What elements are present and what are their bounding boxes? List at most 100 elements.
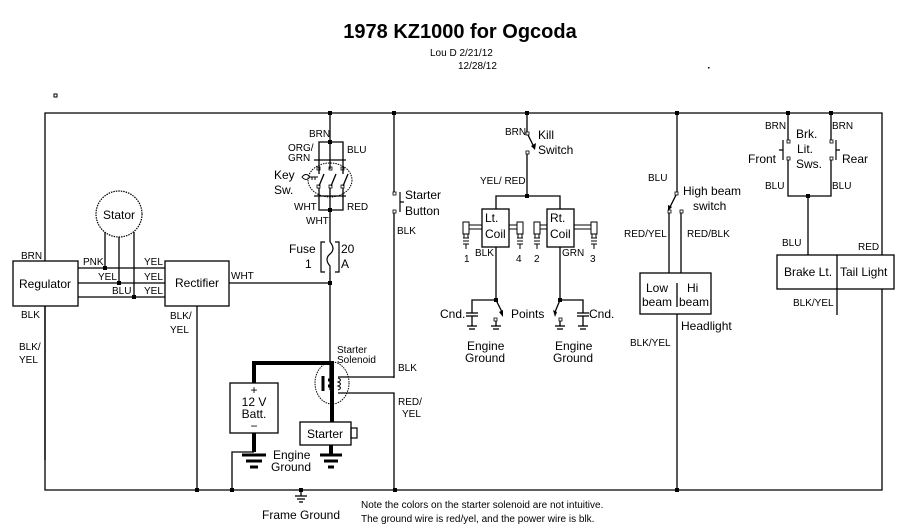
wire-label-red-blk-hb: RED/BLK [687,229,730,240]
svg-text:Lt.: Lt. [485,211,498,225]
left-points: Cnd. [440,299,503,330]
wire-label-blk-solenoid: BLK [398,363,417,374]
starter-button-label-2: Button [405,204,440,218]
spark-plug [462,221,482,249]
brake-tail-light: Brake Lt. Tail Light [776,254,895,315]
wire-label-blu-key: BLU [347,145,366,156]
right-coil: Rt. Coil [546,208,575,302]
condenser-label-right: Cnd. [589,307,614,321]
marker-dot [708,67,710,69]
rear-label: Rear [842,152,868,166]
wire-label-red-tail: RED [858,242,879,253]
starter-button: Starter Button [392,113,441,378]
stator-label: Stator [103,208,135,222]
fuse-label-1: Fuse [289,242,316,256]
spark-plugs [462,221,598,249]
wire-label-yel-2: YEL [144,272,163,283]
wire-label-blu-hb: BLU [648,173,667,184]
engine-ground-left-2: Ground [465,351,505,365]
wire-label-wht-key-1: WHT [294,202,317,213]
wire-label-blk-yel-reg-1: BLK/ [19,342,41,353]
left-coil: Lt. Coil [481,208,510,302]
svg-text:Coil: Coil [485,227,506,241]
brake-light-label: Brake Lt. [784,265,832,279]
low-beam-label-1: Low [646,281,668,295]
battery-voltage: 12 V [242,395,267,409]
fuse-label-2: 1 [305,257,312,271]
wire-label-blk-yel-rect-2: YEL [170,325,189,336]
fuse-rating-1: 20 [341,242,355,256]
regulator: Regulator [12,260,79,307]
wire-label-wht-rect: WHT [231,271,254,282]
wire-label-brn-front: BRN [765,121,786,132]
wire-label-brn-kill: BRN [505,127,526,138]
tail-light-label: Tail Light [840,265,888,279]
kill-switch-label-1: Kill [538,128,554,142]
regulator-label: Regulator [19,277,71,291]
headlight: Low beam Hi beam Headlight [639,272,732,490]
wire-label-org-grn-1: ORG/ [288,143,314,154]
wire-label-blk-reg: BLK [21,310,40,321]
engine-ground-left-1: Engine [467,339,505,353]
high-beam-switch-label-1: High beam [683,184,741,198]
engine-ground-label-2: Ground [271,460,311,474]
right-points: Cnd. [553,299,614,330]
hi-beam-label-1: Hi [687,281,698,295]
rectifier: Rectifier [164,260,230,307]
wire-label-blk-yel-reg-2: YEL [19,355,38,366]
starter-button-label-1: Starter [405,188,441,202]
frame-ground-label: Frame Ground [262,508,340,522]
wire-label-yel-stator: YEL [98,272,117,283]
high-beam-switch-label-2: switch [693,199,726,213]
wire-label-blk-yel-brake: BLK/YEL [793,298,834,309]
fuse-rating-2: A [341,257,349,271]
wire-label-grn-coil: GRN [562,248,584,259]
wire-label-blu-rear: BLU [832,181,851,192]
starter-label: Starter [307,427,343,441]
wire-label-blk-coil: BLK [475,248,494,259]
wire-label-brn-key: BRN [309,129,330,140]
engine-ground-right-2: Ground [553,351,593,365]
front-label: Front [748,152,777,166]
battery: + 12 V Batt. − [229,382,279,490]
author-line: Lou D 2/21/12 [430,48,493,59]
condenser-label-left: Cnd. [440,307,465,321]
plug-number-3: 3 [590,254,596,265]
plug-number-2: 2 [534,254,540,265]
wire-label-brn-rear: BRN [832,121,853,132]
low-beam-label-2: beam [642,295,672,309]
note-line-1: Note the colors on the starter solenoid … [361,500,603,511]
kill-switch-label-2: Switch [538,143,573,157]
engine-ground-label-1: Engine [273,448,311,462]
rectifier-label: Rectifier [175,276,219,290]
points-label: Points [511,307,544,321]
svg-text:Coil: Coil [550,227,571,241]
svg-text:Rt.: Rt. [550,211,565,225]
brake-light-switches: Brk. Lit. Sws. Front Rear [748,113,868,255]
wire-label-wht-key-2: WHT [306,216,329,227]
wire-label-blu-brake: BLU [782,238,801,249]
revision-line: 12/28/12 [458,61,497,72]
wire-label-blu-front: BLU [765,181,784,192]
hi-beam-label-2: beam [679,295,709,309]
key-switch-label-2: Sw. [274,183,293,197]
headlight-label: Headlight [681,319,732,333]
wire-label-yel-1: YEL [144,257,163,268]
key-switch-label-1: Key [274,168,295,182]
wire-label-red-key: RED [347,202,368,213]
wire-label-yel-3: YEL [144,286,163,297]
brake-switch-label-1: Brk. [796,127,817,141]
wire-label-red-yel-hb: RED/YEL [624,229,667,240]
spark-plug [509,221,524,249]
svg-text:−: − [250,419,257,433]
note-line-2: The ground wire is red/yel, and the powe… [361,514,594,525]
wire-label-blu-stator: BLU [112,286,131,297]
wire-label-yel-red: YEL/ RED [480,176,526,187]
brake-switch-label-3: Sws. [796,157,822,171]
high-beam-switch: High beam switch [667,113,741,273]
wire-label-pnk: PNK [83,257,104,268]
kill-switch: Kill Switch [525,113,573,196]
svg-text:+: + [250,383,257,397]
spark-plug [533,221,547,249]
